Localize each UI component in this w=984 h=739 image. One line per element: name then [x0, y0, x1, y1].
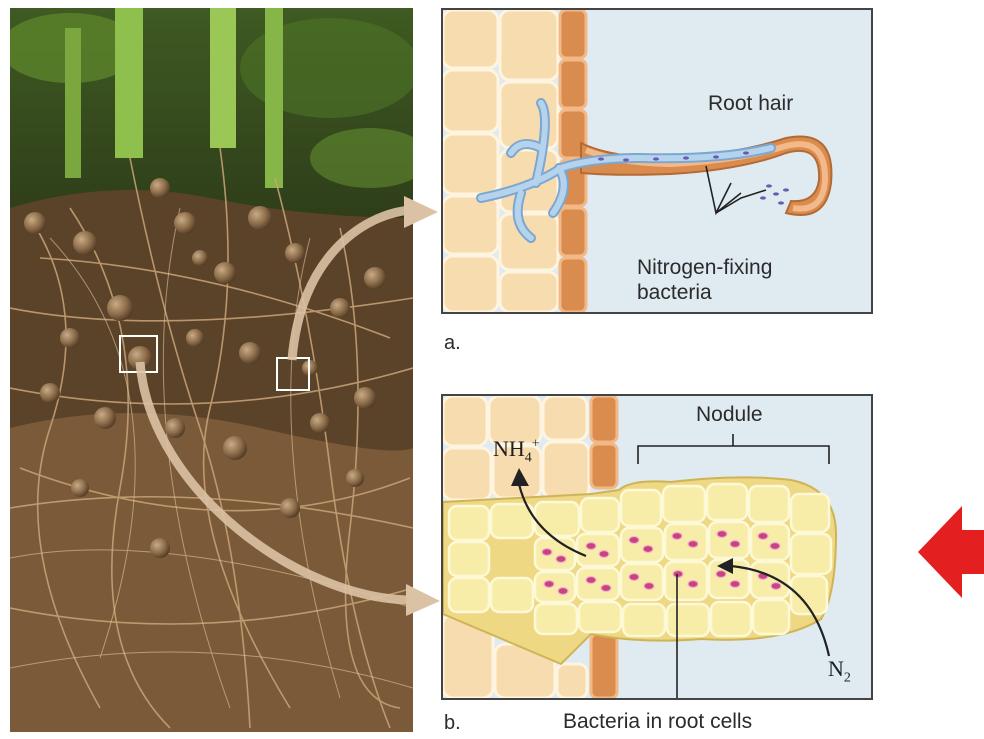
ammonium-subscript: 4: [525, 450, 532, 465]
nitrogen-gas-label: N2: [828, 656, 851, 686]
panel-a-root-hair-diagram: Root hair Nitrogen-fixing bacteria: [441, 8, 873, 314]
nitrogen-fixing-bacteria-label-line1: Nitrogen-fixing: [637, 256, 772, 280]
nodule-label: Nodule: [696, 403, 763, 427]
root-hair-label: Root hair: [708, 92, 793, 116]
connector-arrowhead-b: [406, 584, 440, 616]
connector-arrowhead-a: [404, 196, 438, 228]
nitrogen-base: N: [828, 656, 844, 681]
nitrogen-fixing-bacteria-label-line2: bacteria: [637, 281, 712, 305]
bacteria-in-root-cells-label: Bacteria in root cells: [563, 710, 752, 734]
ammonium-superscript: +: [532, 437, 540, 452]
nitrogen-subscript: 2: [844, 670, 851, 685]
panel-b-nodule-diagram: Nodule NH4+ N2: [441, 394, 873, 700]
panel-b-letter: b.: [444, 712, 461, 735]
red-pointer-arrow-icon: [918, 506, 984, 598]
panel-a-letter: a.: [444, 332, 461, 355]
ammonium-label: NH4+: [493, 436, 540, 466]
ammonium-base: NH: [493, 436, 525, 461]
